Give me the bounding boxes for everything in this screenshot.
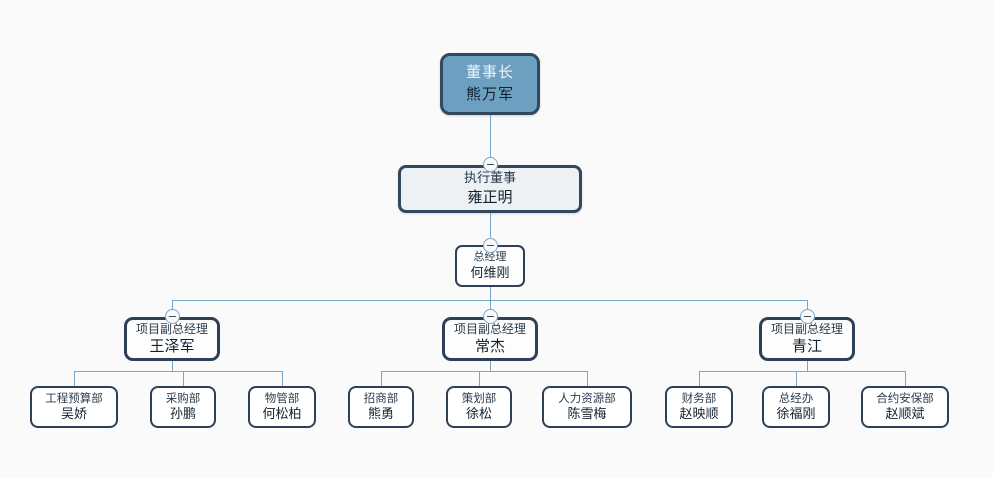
connector-deputy-2-bus xyxy=(381,371,587,372)
connector-deputy-1-drop-2 xyxy=(183,371,184,386)
node-person-name: 何维刚 xyxy=(470,265,510,281)
connector-deputy-1-bus xyxy=(74,371,282,372)
node-title: 项目副总经理 xyxy=(453,322,526,337)
node-person-name: 孙鹏 xyxy=(169,407,196,423)
node-person-name: 雍正明 xyxy=(467,188,513,207)
node-person-name: 熊万军 xyxy=(465,85,514,103)
node-title: 采购部 xyxy=(165,390,201,405)
node-person-name: 陈雪梅 xyxy=(567,407,607,423)
node-department-2[interactable]: 采购部孙鹏 xyxy=(150,386,216,428)
node-person-name: 徐福刚 xyxy=(776,407,816,423)
node-title: 策划部 xyxy=(461,390,497,405)
node-person-name: 青江 xyxy=(791,337,822,356)
connector-chairman-to-executive xyxy=(490,115,491,165)
node-person-name: 王泽军 xyxy=(149,337,195,356)
node-person-name: 熊勇 xyxy=(367,407,394,423)
node-general-manager-1[interactable]: 总经理何维刚 xyxy=(455,245,525,287)
node-department-7[interactable]: 财务部赵映顺 xyxy=(665,386,733,428)
toggle-executive-director-minus-icon[interactable] xyxy=(483,157,498,172)
connector-deputy-3-drop-1 xyxy=(699,371,700,386)
connector-gm-stem xyxy=(490,287,491,301)
connector-deputy-3-bus xyxy=(699,371,905,372)
toggle-deputy-gm-1-minus-icon[interactable] xyxy=(165,309,180,324)
toggle-deputy-gm-2-minus-icon[interactable] xyxy=(483,309,498,324)
connector-deputy-3-drop-3 xyxy=(905,371,906,386)
connector-deputy-1-stem xyxy=(172,361,173,371)
node-title: 工程预算部 xyxy=(45,390,103,405)
node-person-name: 徐松 xyxy=(465,407,492,423)
node-person-name: 常杰 xyxy=(474,337,505,356)
connector-executive-to-gm xyxy=(490,213,491,245)
node-executive-director-1[interactable]: 执行董事雍正明 xyxy=(398,165,582,213)
node-department-8[interactable]: 总经办徐福刚 xyxy=(762,386,830,428)
node-person-name: 何松柏 xyxy=(262,407,302,423)
node-title: 总经理 xyxy=(473,249,507,263)
node-deputy-general-manager-3[interactable]: 项目副总经理青江 xyxy=(759,317,855,361)
node-department-5[interactable]: 策划部徐松 xyxy=(446,386,512,428)
node-title: 合约安保部 xyxy=(876,390,934,405)
node-title: 人力资源部 xyxy=(558,390,616,405)
connector-deputy-2-drop-3 xyxy=(587,371,588,386)
node-title: 招商部 xyxy=(363,390,399,405)
node-title: 执行董事 xyxy=(463,170,516,186)
node-title: 项目副总经理 xyxy=(135,322,208,337)
connector-deputy-2-drop-1 xyxy=(381,371,382,386)
toggle-deputy-gm-3-minus-icon[interactable] xyxy=(800,309,815,324)
connector-deputy-2-stem xyxy=(490,361,491,371)
node-title: 物管部 xyxy=(264,390,300,405)
node-person-name: 赵映顺 xyxy=(679,407,719,423)
node-title: 总经办 xyxy=(778,390,814,405)
node-title: 董事长 xyxy=(465,63,514,82)
connector-deputy-1-drop-1 xyxy=(74,371,75,386)
node-department-6[interactable]: 人力资源部陈雪梅 xyxy=(542,386,632,428)
node-department-4[interactable]: 招商部熊勇 xyxy=(348,386,414,428)
connector-deputy-2-drop-2 xyxy=(479,371,480,386)
node-title: 项目副总经理 xyxy=(770,322,843,337)
connector-deputy-3-drop-2 xyxy=(796,371,797,386)
node-title: 财务部 xyxy=(681,390,717,405)
node-department-1[interactable]: 工程预算部吴娇 xyxy=(30,386,118,428)
node-department-9[interactable]: 合约安保部赵顺斌 xyxy=(861,386,949,428)
toggle-general-manager-minus-icon[interactable] xyxy=(483,238,498,253)
connector-deputy-1-drop-3 xyxy=(282,371,283,386)
node-department-3[interactable]: 物管部何松柏 xyxy=(248,386,316,428)
node-person-name: 吴娇 xyxy=(60,407,87,423)
node-person-name: 赵顺斌 xyxy=(885,407,925,423)
node-chairman-1[interactable]: 董事长熊万军 xyxy=(440,53,540,115)
connector-deputy-3-stem xyxy=(807,361,808,371)
